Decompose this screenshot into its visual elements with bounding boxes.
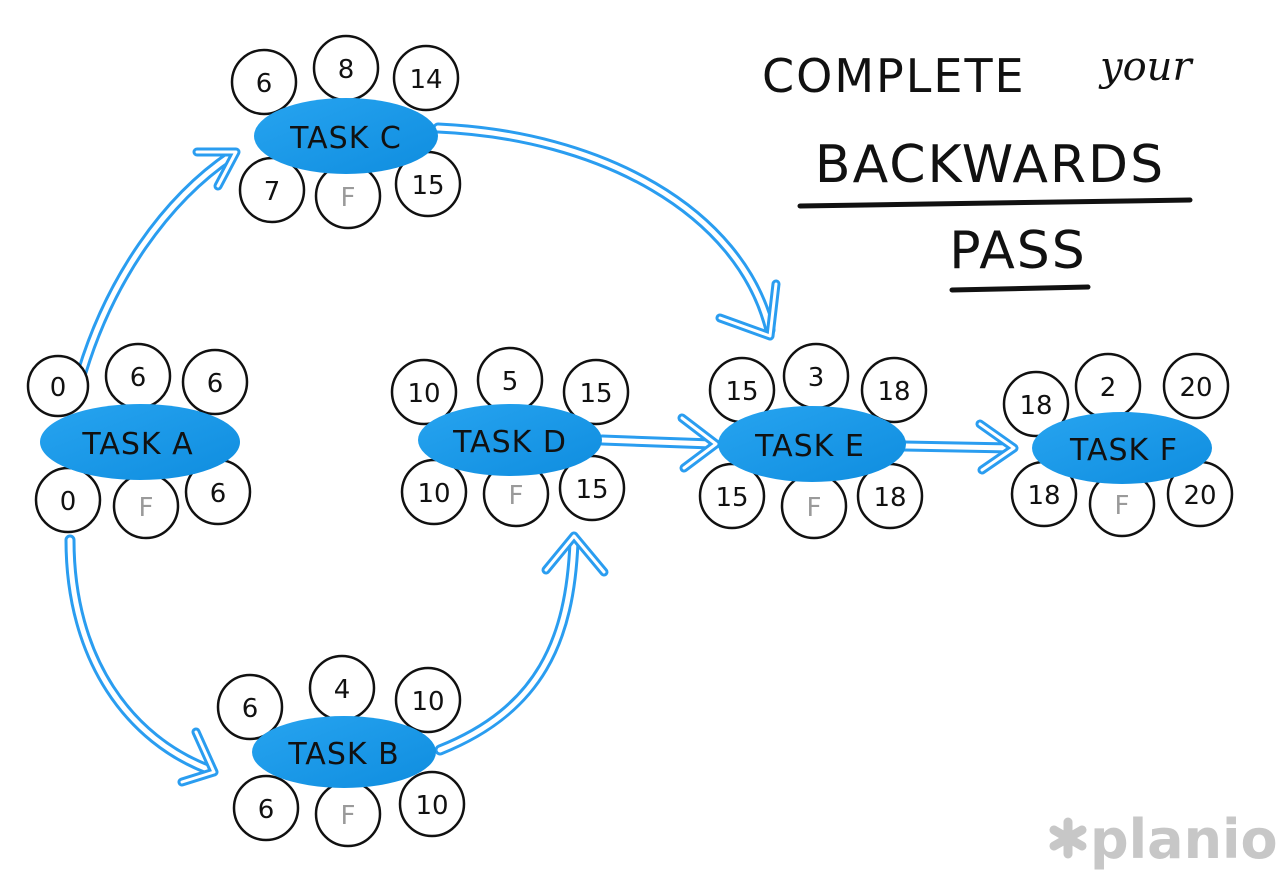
task-node-f: 18 2 20 18 F 20 TASK F [1002,352,1234,538]
float: F [341,801,356,831]
title-line-3: PASS [949,221,1087,281]
task-node-d: 10 5 15 10 F 15 TASK D [390,346,630,528]
task-label: TASK C [289,121,402,156]
task-label: TASK B [287,737,399,772]
late-start: 15 [715,483,748,513]
float: F [341,183,356,213]
task-node-a: 0 6 6 0 F 6 TASK A [26,342,252,540]
task-blob [418,404,602,476]
early-start: 6 [242,694,259,724]
late-start: 6 [258,795,275,825]
arrow-e-to-f [898,419,1019,475]
early-start: 6 [256,69,273,99]
late-finish: 20 [1183,481,1216,511]
asterisk-icon [1049,817,1087,859]
task-label: TASK D [452,425,567,460]
duration: 8 [338,55,355,85]
task-node-e: 15 3 18 15 F 18 TASK E [698,342,928,540]
early-finish: 10 [411,687,444,717]
title-line-1: COMPLETE [762,49,1026,103]
early-start: 10 [407,379,440,409]
early-start: 15 [725,377,758,407]
brand-name: planio [1090,808,1278,871]
title-block: COMPLETE your BACKWARDS PASS [762,44,1194,293]
title-line-2: BACKWARDS [815,135,1165,195]
float: F [139,493,154,523]
arrow-d-to-e [596,413,721,473]
task-blob [718,406,906,482]
early-finish: 15 [579,379,612,409]
early-finish: 14 [409,65,442,95]
float: F [509,481,524,511]
duration: 6 [130,363,147,393]
task-label: TASK A [81,427,193,462]
dependency-arrows [64,122,1019,787]
duration: 4 [334,675,351,705]
late-finish: 10 [415,791,448,821]
early-finish: 6 [207,369,224,399]
late-finish: 18 [873,483,906,513]
title-line-1-small: your [1098,44,1194,90]
task-blob [40,404,240,480]
float: F [807,493,822,523]
early-start: 0 [50,373,67,403]
duration: 5 [502,367,519,397]
arrow-a-to-b [64,534,219,787]
task-blob [252,716,436,788]
late-start: 10 [417,479,450,509]
late-finish: 6 [210,479,227,509]
early-finish: 18 [877,377,910,407]
task-node-b: 6 4 10 6 F 10 TASK B [216,654,466,848]
task-blob [1032,412,1212,484]
arrow-c-to-e [432,122,781,341]
task-node-c: 6 8 14 7 F 15 TASK C [230,34,462,230]
task-label: TASK F [1069,433,1178,468]
late-finish: 15 [411,171,444,201]
brand-logo: planio [1049,808,1278,871]
late-start: 7 [264,177,281,207]
late-finish: 15 [575,475,608,505]
early-finish: 20 [1179,373,1212,403]
arrow-b-to-d [434,531,609,756]
task-nodes: 0 6 6 0 F 6 TASK A 6 4 10 6 F 10 TASK B [26,34,1234,848]
duration: 2 [1100,373,1117,403]
early-start: 18 [1019,391,1052,421]
task-label: TASK E [754,429,865,464]
late-start: 18 [1027,481,1060,511]
late-start: 0 [60,487,77,517]
task-blob [254,98,438,174]
float: F [1115,491,1130,521]
arrow-a-to-c [76,147,241,378]
duration: 3 [808,363,825,393]
title-underline-3 [949,284,1091,293]
title-underline-2 [797,197,1193,209]
